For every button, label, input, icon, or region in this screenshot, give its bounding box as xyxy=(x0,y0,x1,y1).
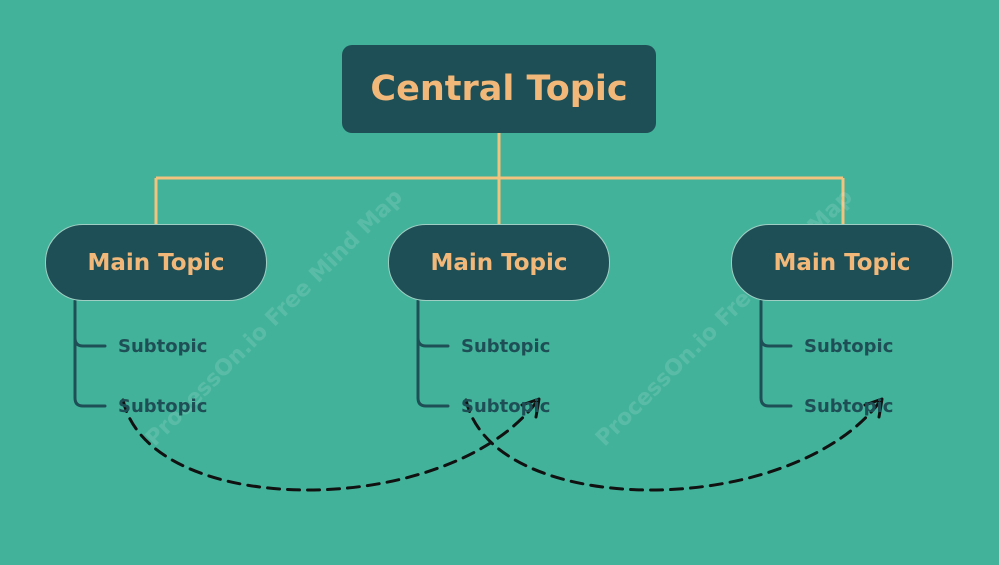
main-topic-node-1[interactable]: Main Topic xyxy=(45,224,267,301)
main-topic-label: Main Topic xyxy=(773,249,911,276)
subtopic-main-1-1[interactable]: Subtopic xyxy=(118,336,208,357)
central-topic-node[interactable]: Central Topic xyxy=(342,45,656,133)
main-topic-label: Main Topic xyxy=(87,249,225,276)
relationship-arrow-2 xyxy=(464,398,883,492)
arrowhead-2 xyxy=(863,397,884,419)
branch-main-1-sub-2 xyxy=(73,336,107,408)
main-topic-node-3[interactable]: Main Topic xyxy=(731,224,953,301)
branch-main-2-sub-1 xyxy=(416,299,450,348)
branch-main-2-sub-2 xyxy=(416,336,450,408)
subtopic-main-3-2[interactable]: Subtopic xyxy=(804,396,894,417)
branch-main-1-sub-1 xyxy=(73,299,107,348)
main-topic-label: Main Topic xyxy=(430,249,568,276)
arrowhead-1 xyxy=(520,397,541,419)
central-topic-label: Central Topic xyxy=(370,69,628,109)
subtopic-main-1-2[interactable]: Subtopic xyxy=(118,396,208,417)
subtopic-main-2-1[interactable]: Subtopic xyxy=(461,336,551,357)
subtopic-main-3-1[interactable]: Subtopic xyxy=(804,336,894,357)
branch-main-3-sub-2 xyxy=(759,336,793,408)
main-topic-node-2[interactable]: Main Topic xyxy=(388,224,610,301)
subtopic-main-2-2[interactable]: Subtopic xyxy=(461,396,551,417)
branch-main-3-sub-1 xyxy=(759,299,793,348)
